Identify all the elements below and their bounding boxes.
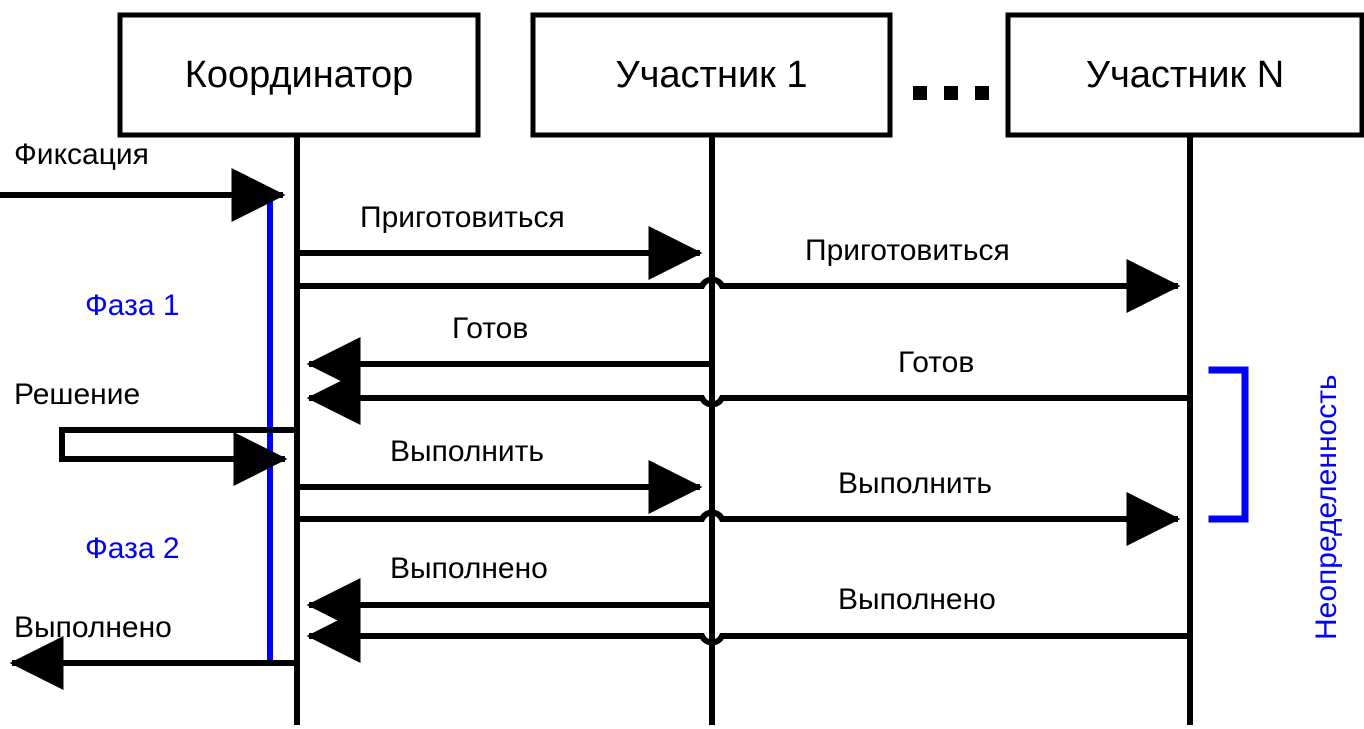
annotation-uncertainty: Неопределенность [1310,374,1343,640]
head-box-participant-n [1005,12,1364,138]
message-label-prigotovitsya-1: Приготовиться [360,201,565,234]
lifeline-label-participant-n: Участник N [1085,53,1285,96]
lifeline-label-participant-1: Участник 1 [615,53,808,96]
message-line-reshenie-self-loop [59,427,297,486]
lifeline-label-coordinator: Координатор [184,53,414,96]
message-line-gotov-n [306,371,1190,425]
message-label-vypolneno-out: Выполнено [14,611,172,644]
message-label-gotov-n: Готов [898,346,975,379]
head-box-coordinator [117,12,481,138]
message-label-vypolneno-n: Выполнено [838,583,996,616]
annotation-phase-2: Фаза 2 [85,532,180,565]
message-line-prigotovitsya-n [300,259,1181,313]
ellipsis-icon [913,86,989,100]
message-label-reshenie: Решение [14,378,141,411]
lifeline-head-boxes [117,12,1364,138]
annotation-phase-1: Фаза 1 [85,289,180,322]
message-label-gotov-1: Готов [452,312,529,345]
message-line-vypolneno-n [306,609,1190,663]
message-line-vypolnit-n [300,492,1181,546]
message-label-vypolnit-n: Выполнить [838,467,993,500]
message-label-prigotovitsya-n: Приготовиться [805,234,1010,267]
message-label-vypolneno-1: Выполнено [390,552,548,585]
uncertainty-bracket [1208,366,1249,523]
message-label-fiksatsiya: Фиксация [14,138,149,171]
head-box-participant-1 [530,12,893,138]
message-label-vypolnit-1: Выполнить [390,435,545,468]
